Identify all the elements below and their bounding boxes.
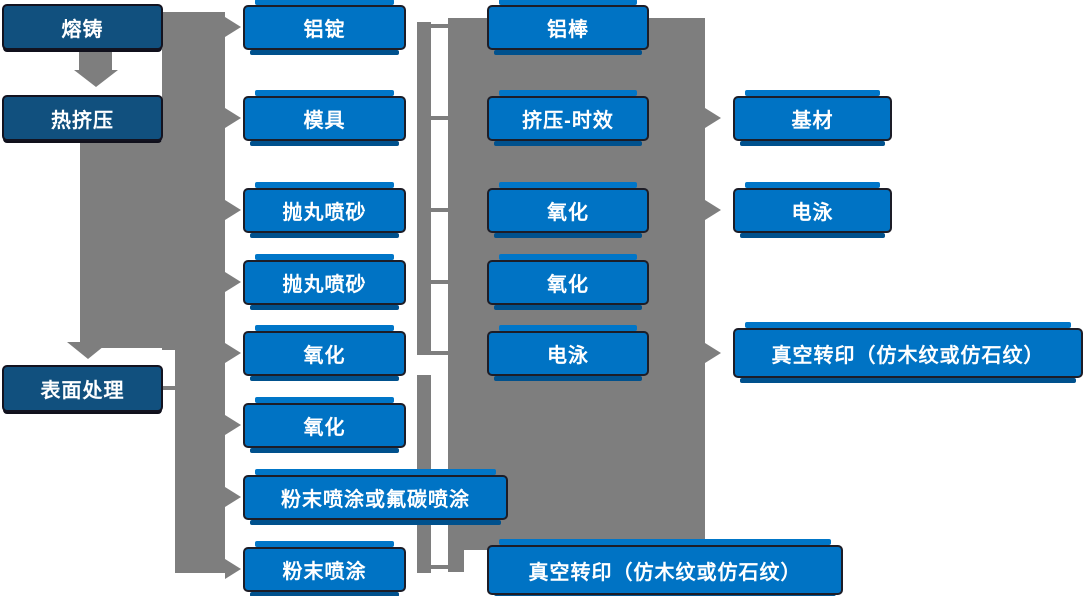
node-mold: 模具 xyxy=(243,90,406,146)
connector-mid-tick-1 xyxy=(417,24,448,28)
connector-melt-down-shaft xyxy=(79,49,112,72)
connector-mid-tick-2 xyxy=(431,116,448,120)
arrow-to-powder-coating xyxy=(225,559,241,579)
node-extrusion-aging: 挤压-时效 xyxy=(487,90,649,146)
connector-surface-treatment-line xyxy=(163,386,177,390)
connector-mid-tick-3 xyxy=(431,208,448,212)
node-oxidation-4: 氧化 xyxy=(487,254,649,310)
node-melting-casting: 熔铸 xyxy=(2,4,163,50)
connector-mid-bar-upper xyxy=(417,22,431,355)
node-aluminum-rod: 铝棒 xyxy=(487,0,649,55)
connector-mid-tick-4 xyxy=(431,280,448,284)
connector-mid-tick-6 xyxy=(431,565,448,569)
arrow-to-oxidation-2 xyxy=(225,415,241,435)
arrow-to-electrophoresis-final xyxy=(705,200,721,220)
connector-mid-tick-5 xyxy=(431,351,448,355)
node-surface-treatment: 表面处理 xyxy=(2,365,163,412)
connector-column3-panel-strip xyxy=(448,550,464,572)
node-substrate: 基材 xyxy=(733,90,892,146)
arrow-to-substrate xyxy=(705,108,721,128)
arrow-to-shot-blasting-2 xyxy=(225,272,241,292)
node-hot-extrusion: 热挤压 xyxy=(2,95,163,141)
node-electrophoresis-1: 电泳 xyxy=(487,325,649,381)
arrow-down-to-surface-treatment xyxy=(67,342,109,359)
node-powder-coating: 粉末喷涂 xyxy=(243,541,406,596)
node-vacuum-transfer-bottom: 真空转印（仿木纹或仿石纹） xyxy=(487,539,843,596)
node-oxidation-1: 氧化 xyxy=(243,325,406,381)
arrow-to-shot-blasting-1 xyxy=(225,200,241,220)
arrow-to-mold xyxy=(225,108,241,128)
node-shot-blasting-2: 抛丸喷砂 xyxy=(243,254,406,310)
node-powder-or-fluorocarbon-coating: 粉末喷涂或氟碳喷涂 xyxy=(243,469,508,525)
connector-hot-extrusion-band xyxy=(80,141,225,348)
arrow-to-oxidation-1 xyxy=(225,343,241,363)
node-electrophoresis-2: 电泳 xyxy=(733,182,892,238)
node-oxidation-2: 氧化 xyxy=(243,397,406,453)
node-oxidation-3: 氧化 xyxy=(487,182,649,238)
node-shot-blasting-1: 抛丸喷砂 xyxy=(243,182,406,238)
connector-stage-band-lower xyxy=(175,348,225,573)
node-aluminum-ingot: 铝锭 xyxy=(243,0,406,55)
arrow-to-powder-fluorocarbon-coating xyxy=(225,487,241,507)
node-vacuum-transfer-right: 真空转印（仿木纹或仿石纹） xyxy=(733,322,1083,383)
arrow-to-aluminum-ingot xyxy=(225,17,241,37)
arrow-to-vacuum-transfer-right xyxy=(705,343,721,363)
arrow-down-to-hot-extrusion xyxy=(74,70,118,87)
